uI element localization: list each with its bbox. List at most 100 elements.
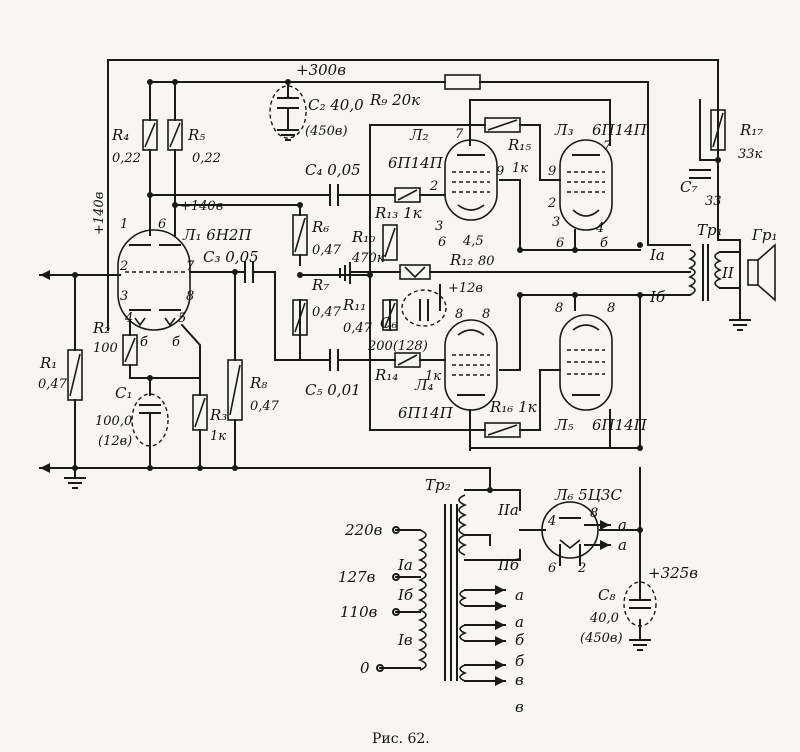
label-tr2-ib: Iб <box>397 586 414 604</box>
label-r9: R₉ 20к <box>369 91 420 109</box>
label-r11: R₁₁ <box>342 296 366 314</box>
pin-l1-8: 8 <box>186 289 194 304</box>
arrow-marks <box>40 270 610 686</box>
label-r12-value: 80 <box>478 254 495 269</box>
label-r3: R₃ <box>209 406 227 424</box>
label-r15: R₁₅ <box>507 136 531 154</box>
pin-l6-6: 6 <box>548 561 556 576</box>
label-r6: R₆ <box>311 218 329 236</box>
label-r14: R₁₄ <box>374 366 398 384</box>
label-r7: R₇ <box>311 276 329 294</box>
label-r3-value: 1к <box>210 429 226 444</box>
pin-l1-4: 4 <box>124 311 133 326</box>
label-mains-0: 0 <box>360 659 370 677</box>
label-tr2-iib: IIб <box>497 556 520 574</box>
label-l3: Л₃ <box>554 121 574 139</box>
heater-tap-v1: в <box>515 671 524 689</box>
label-r1: R₁ <box>39 354 57 372</box>
label-r11-value: 0,47 <box>343 321 373 336</box>
pin-l1-b2: б <box>172 335 180 350</box>
tube-l2 <box>444 139 498 221</box>
pin-l1-3: 3 <box>120 289 128 304</box>
pin-l1-2: 2 <box>119 259 128 274</box>
heater-tap-l6-a2: а <box>618 536 627 554</box>
transformer-tr1 <box>688 239 741 301</box>
label-tr2: Тр₂ <box>425 476 451 494</box>
pin-l2-3: 3 <box>435 219 443 234</box>
pin-l1-7: 7 <box>186 259 195 274</box>
pin-l1-6: 6 <box>158 217 166 232</box>
tube-l3 <box>559 139 613 231</box>
heater-leads-l6 <box>584 524 611 546</box>
label-r1-value: 0,47 <box>38 377 68 392</box>
label-c2: C₂ 40,0 <box>308 96 364 114</box>
label-l4-type: 6П14П <box>398 404 454 422</box>
label-r8-value: 0,47 <box>250 399 280 414</box>
label-r17: R₁₇ <box>739 121 763 139</box>
label-r10: R₁₀ <box>351 228 375 246</box>
label-b12: +12в <box>448 281 483 296</box>
pin-l4-8: 8 <box>455 307 463 322</box>
label-b325: +325в <box>648 564 698 582</box>
figure-caption: Рис. 62. <box>372 731 430 747</box>
label-r15-value: 1к <box>512 161 528 176</box>
label-r2: R₂ <box>92 319 110 337</box>
label-r2-value: 100 <box>93 341 118 356</box>
label-r10-value: 470к <box>351 251 385 266</box>
heater-tap-a2: а <box>515 613 524 631</box>
label-c1-value: 100,0 <box>95 414 132 429</box>
label-tr1-ia: Iа <box>649 246 665 264</box>
label-c8-voltage: (450в) <box>580 631 623 646</box>
speaker-gr1 <box>747 243 776 302</box>
pin-l6-4: 4 <box>547 514 556 529</box>
heater-tap-l6-a1: а <box>618 516 627 534</box>
tube-l6 <box>541 501 599 559</box>
capacitors <box>139 97 711 609</box>
label-l2-type: 6П14П <box>388 154 444 172</box>
label-c1: C₁ <box>115 384 133 402</box>
labels: +300в +140в +140в +12в +325в Л₁ 6Н2П Л₂ … <box>38 61 778 747</box>
electrolytic-outlines <box>131 85 657 627</box>
pin-l3-3: 3 <box>552 215 560 230</box>
label-c4: C₄ 0,05 <box>305 161 361 179</box>
label-r5: R₅ <box>187 126 205 144</box>
pin-l3-7: 7 <box>603 139 612 154</box>
label-c2-voltage: (450в) <box>305 124 348 139</box>
tubes <box>117 139 613 559</box>
pin-l3-9: 9 <box>548 164 556 179</box>
pin-l5-8: 8 <box>555 301 563 316</box>
pin-l6-2: 2 <box>577 561 586 576</box>
label-l6: Л₆ 5Ц3С <box>554 486 622 504</box>
label-c6-value: 200(128) <box>367 339 428 354</box>
label-tr1-ib: Iб <box>649 288 666 306</box>
label-l5-type: 6П14П <box>592 416 648 434</box>
label-mains-220: 220в <box>344 521 383 539</box>
label-l4: Л₄ <box>414 376 434 394</box>
label-l5: Л₅ <box>554 416 574 434</box>
pin-l2-45: 4,5 <box>462 234 484 249</box>
pin-l2-2: 2 <box>429 179 438 194</box>
pin-l2-9: 9 <box>496 164 504 179</box>
label-tr1: Тр₁ <box>697 221 723 239</box>
label-b140v: +140в <box>92 192 107 235</box>
pin-l5-8b: 8 <box>607 301 615 316</box>
label-l2: Л₂ <box>409 126 429 144</box>
label-r6-value: 0,47 <box>312 243 342 258</box>
label-c7-value: 33 <box>705 194 722 209</box>
label-r17-value: 33к <box>738 147 763 162</box>
wiring <box>39 59 741 669</box>
label-c7: C₇ <box>680 178 698 196</box>
label-l1: Л₁ 6Н2П <box>182 226 252 244</box>
label-b140: +140в <box>180 199 223 214</box>
label-c8-value: 40,0 <box>589 611 619 626</box>
heater-tap-v2: в <box>515 698 524 716</box>
tube-l5 <box>559 314 613 411</box>
label-r13: R₁₃ 1к <box>374 204 422 222</box>
heater-tap-b2: б <box>515 652 525 670</box>
heater-tap-a1: а <box>515 586 524 604</box>
tube-l1 <box>117 229 191 331</box>
label-r12: R₁₂ <box>449 251 473 269</box>
label-c8: C₈ <box>598 586 616 604</box>
label-tr2-iia: IIа <box>497 501 519 519</box>
